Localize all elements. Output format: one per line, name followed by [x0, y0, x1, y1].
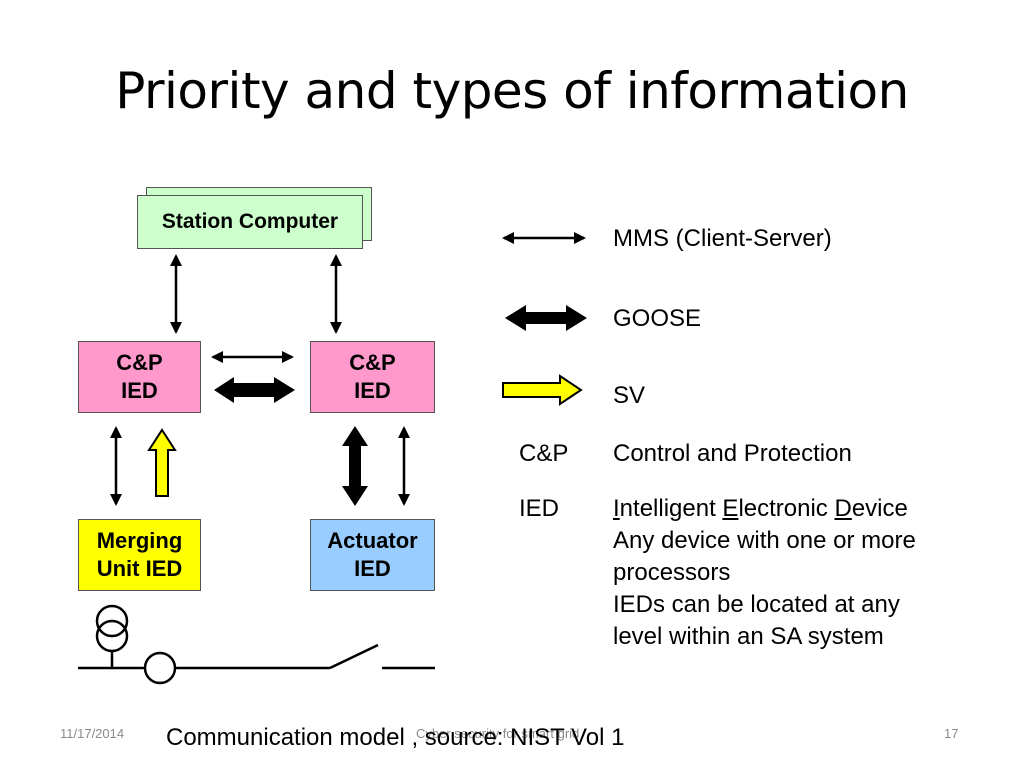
merging-unit-line1: Merging — [96, 528, 183, 553]
ied-description: Intelligent Electronic Device Any device… — [613, 493, 916, 653]
legend-goose-arrow — [505, 305, 587, 331]
legend-sv-label: SV — [613, 382, 646, 409]
cp-ied-left-box: C&P IED — [78, 341, 201, 413]
ied-desc-line: level within an SA system — [613, 623, 884, 650]
actuator-ied-box: Actuator IED — [310, 519, 435, 591]
sv-arrow-up — [147, 428, 177, 497]
cp-ied-right-line2: IED — [354, 378, 391, 403]
goose-arrow-vertical — [342, 426, 368, 506]
legend-sv-arrow — [502, 374, 583, 406]
ied-desc-line: Any device with one or more — [613, 527, 916, 554]
slide-title: Priority and types of information — [115, 62, 909, 120]
ied-definition-line: Intelligent Electronic Device — [613, 495, 908, 522]
cp-ied-right-box: C&P IED — [310, 341, 435, 413]
merging-unit-line2: Unit IED — [96, 556, 183, 581]
power-line-sketch — [78, 604, 435, 685]
legend-cp-key: C&P — [519, 440, 569, 467]
footer-center-text: Cyber security for smart grid — [416, 726, 580, 741]
footer-page-number: 17 — [944, 726, 959, 741]
legend-ied-key: IED — [519, 495, 560, 522]
legend-cp-text: Control and Protection — [613, 440, 852, 467]
actuator-line1: Actuator — [327, 528, 418, 553]
ied-desc-line: processors — [613, 559, 731, 586]
ied-desc-line: IEDs can be located at any — [613, 591, 900, 618]
legend-mms-label: MMS (Client-Server) — [613, 225, 832, 252]
cp-ied-left-line2: IED — [121, 378, 158, 403]
cp-ied-right-line1: C&P — [349, 350, 396, 375]
merging-unit-ied-box: Merging Unit IED — [78, 519, 201, 591]
cp-ied-left-line1: C&P — [116, 350, 163, 375]
footer-date: 11/17/2014 — [60, 726, 125, 741]
legend-goose-label: GOOSE — [613, 305, 702, 332]
actuator-line2: IED — [354, 556, 391, 581]
goose-arrow-cp-horizontal — [214, 377, 295, 403]
figure-caption: Communication model , source: NIST Vol 1 — [166, 724, 625, 751]
station-computer-box: Station Computer — [137, 195, 363, 249]
